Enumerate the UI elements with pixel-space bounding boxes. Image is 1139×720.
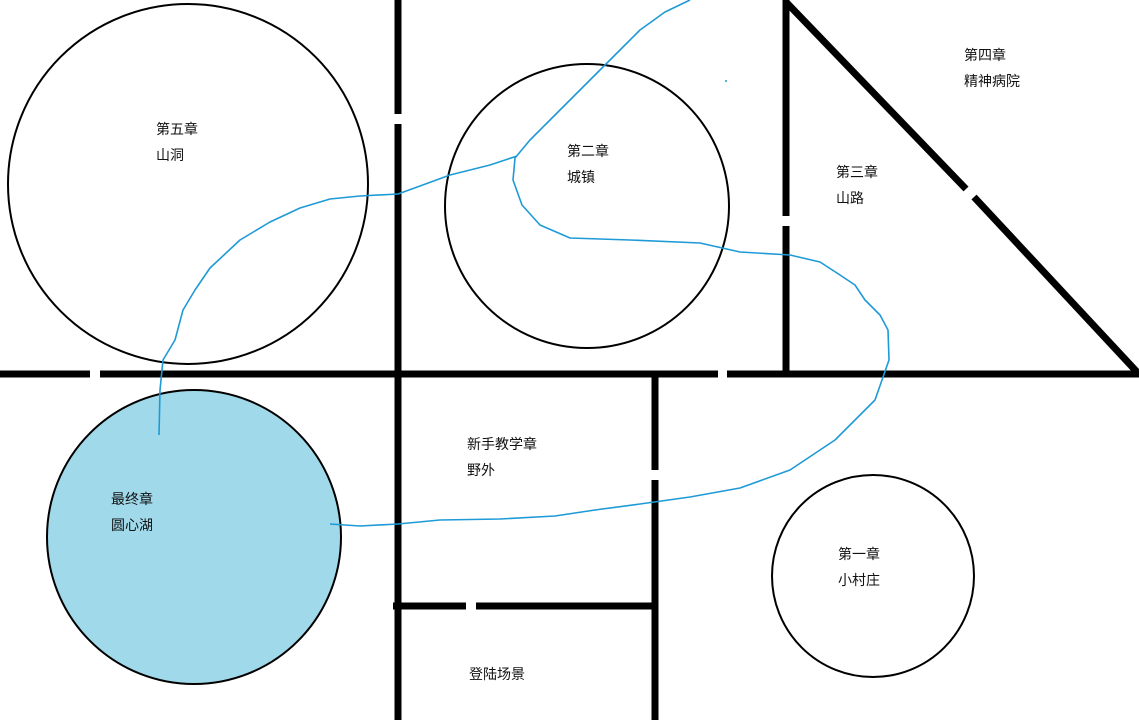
label-chapter3: 第三章 山路 — [836, 160, 878, 212]
circle-final-lake — [46, 389, 342, 685]
final-name: 圆心湖 — [111, 518, 153, 534]
label-chapter1: 第一章 小村庄 — [838, 542, 880, 594]
circle-chapter1-village — [771, 474, 975, 678]
label-chapter2: 第二章 城镇 — [567, 139, 609, 191]
chapter4-title: 第四章 — [964, 48, 1006, 64]
chapter4-name: 精神病院 — [964, 74, 1020, 90]
chapter1-name: 小村庄 — [838, 573, 880, 589]
circle-chapter5-cave — [7, 3, 369, 365]
chapter2-name: 城镇 — [567, 170, 595, 186]
label-chapter4: 第四章 精神病院 — [964, 43, 1020, 95]
label-chapter5: 第五章 山洞 — [156, 117, 198, 169]
route-dot — [725, 80, 727, 82]
label-final: 最终章 圆心湖 — [111, 487, 153, 539]
route-path — [329, 0, 890, 527]
chapter3-name: 山路 — [836, 191, 864, 207]
wall-triangle-hypotenuse-top — [783, 0, 969, 192]
label-tutorial: 新手教学章 野外 — [467, 432, 537, 484]
tutorial-name: 野外 — [467, 463, 495, 479]
final-title: 最终章 — [111, 492, 153, 508]
login-title: 登陆场景 — [469, 667, 525, 683]
chapter3-title: 第三章 — [836, 165, 878, 181]
label-login: 登陆场景 — [469, 662, 525, 688]
chapter2-title: 第二章 — [567, 144, 609, 160]
tutorial-title: 新手教学章 — [467, 437, 537, 453]
route-branch-west — [158, 155, 518, 436]
chapter5-title: 第五章 — [156, 122, 198, 138]
chapter5-name: 山洞 — [156, 148, 184, 164]
chapter1-title: 第一章 — [838, 547, 880, 563]
circle-chapter2-town — [444, 63, 730, 349]
wall-triangle-hypotenuse-bottom — [971, 194, 1139, 375]
